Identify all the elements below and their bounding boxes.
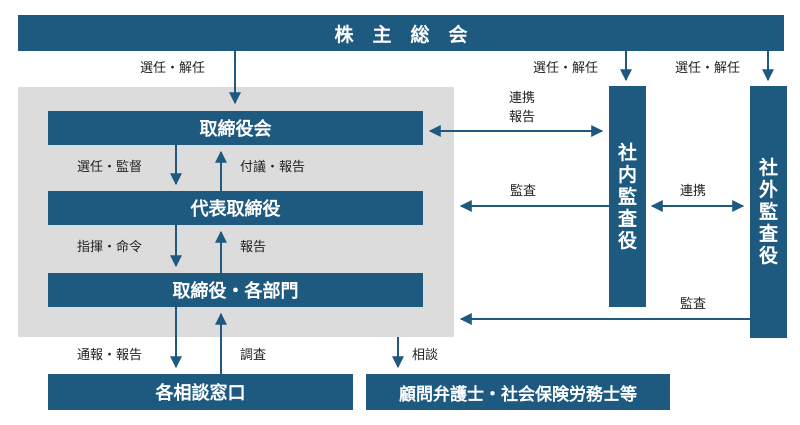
internal-auditor-char-3: 監 — [617, 185, 637, 208]
board-label: 取締役会 — [199, 119, 272, 140]
consultation-desk-label: 各相談窓口 — [155, 383, 246, 404]
external-auditor-char-5: 役 — [758, 245, 778, 267]
label-elect-supervise: 選任・監督 — [77, 160, 143, 175]
label-report-1: 報告 — [509, 110, 536, 125]
departments-box: 取締役・各部門 — [48, 273, 423, 307]
external-auditor-char-3: 監 — [758, 201, 778, 223]
external-auditor-box: 社 外 監 査 役 — [750, 86, 787, 338]
ceo-label: 代表取締役 — [190, 199, 281, 220]
label-elect-external: 選任・解任 — [675, 61, 741, 76]
label-submit-report: 付議・報告 — [240, 160, 306, 175]
label-audit-2: 監査 — [680, 297, 707, 312]
ceo-box: 代表取締役 — [48, 191, 423, 225]
board-box: 取締役会 — [48, 111, 423, 145]
departments-label: 取締役・各部門 — [172, 281, 299, 302]
external-auditor-char-4: 査 — [758, 223, 778, 245]
internal-auditor-char-5: 役 — [617, 229, 637, 252]
label-audit-1: 監査 — [510, 184, 537, 199]
internal-auditor-char-4: 査 — [617, 207, 637, 230]
label-elect-board: 選任・解任 — [140, 61, 206, 76]
internal-auditor-box: 社 内 監 査 役 — [609, 86, 646, 307]
internal-auditor-char-2: 内 — [617, 163, 637, 186]
label-elect-internal: 選任・解任 — [533, 61, 599, 76]
label-investigate: 調査 — [240, 348, 267, 363]
shareholders-meeting-label: 株 主 総 会 — [334, 23, 468, 46]
internal-auditor-char-1: 社 — [617, 141, 637, 164]
label-consult: 相談 — [412, 348, 439, 363]
consultation-desk-box: 各相談窓口 — [48, 374, 353, 410]
external-auditor-char-1: 社 — [758, 157, 778, 179]
label-report-2: 報告 — [240, 240, 267, 255]
advisors-box: 顧問弁護士・社会保険労務士等 — [366, 374, 670, 410]
label-direct-order: 指揮・命令 — [77, 240, 143, 255]
label-notify-report: 通報・報告 — [77, 348, 143, 363]
external-auditor-char-2: 外 — [758, 179, 778, 201]
advisors-label: 顧問弁護士・社会保険労務士等 — [399, 384, 637, 405]
label-coordinate-2: 連携 — [680, 184, 707, 199]
shareholders-meeting-box: 株 主 総 会 — [18, 15, 784, 51]
label-coordinate-1: 連携 — [509, 91, 536, 106]
